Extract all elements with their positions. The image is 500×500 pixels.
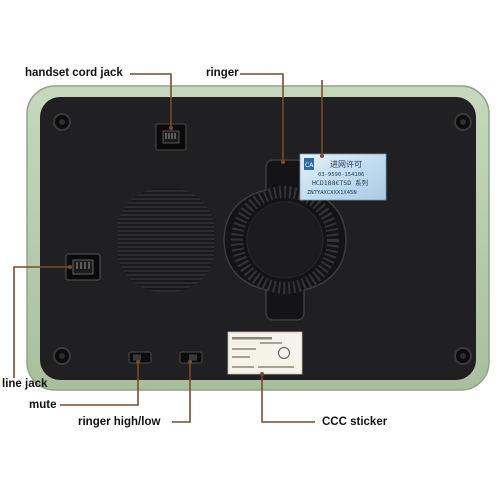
sticker-code: 03-9590-154106 <box>318 172 364 178</box>
sticker-title: 进网许可 <box>330 159 362 169</box>
sticker-model: HCD188€TSD 系列 <box>312 178 368 187</box>
label-ccc-sticker: CCC sticker <box>322 416 388 428</box>
label-line-jack: line jack <box>2 378 48 390</box>
ccc-sticker <box>227 331 303 375</box>
leader-ringer-high-low <box>172 362 191 423</box>
handset-cord-jack <box>155 123 187 151</box>
sticker-serial: ZN7YAXCXXX1X45N <box>307 190 357 196</box>
label-mute: mute <box>29 399 57 411</box>
label-ringer-high-low: ringer high/low <box>78 416 161 428</box>
speaker-grille <box>117 188 215 292</box>
leader-lines <box>13 73 324 423</box>
rubber-feet <box>53 113 472 365</box>
leader-handset-cord-jack <box>130 73 172 128</box>
mute-switch <box>128 351 152 364</box>
network-sticker: CA 进网许可 03-9590-154106 HCD188€TSD 系列 ZN7… <box>299 153 387 201</box>
sticker-logo: CA <box>305 162 314 169</box>
label-handset-cord-jack: handset cord jack <box>25 67 123 79</box>
leader-ringer <box>240 73 284 162</box>
leader-line-jack <box>13 266 70 378</box>
leader-mute <box>60 362 139 406</box>
line-jack <box>65 253 101 281</box>
label-ringer: ringer <box>206 67 239 79</box>
leader-ccc-sticker <box>261 374 315 423</box>
